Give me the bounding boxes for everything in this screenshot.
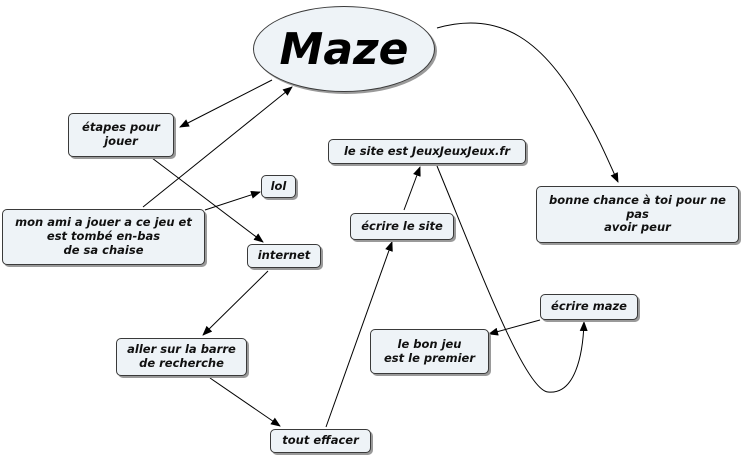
edge-etapes-to-internet <box>151 157 264 243</box>
edge-site-to-ecrire-maze <box>436 165 588 393</box>
node-ecrire-site[interactable]: écrire le site <box>350 213 454 240</box>
edge-barre-to-effacer <box>209 377 281 427</box>
node-lol[interactable]: lol <box>261 175 296 198</box>
node-ecrire-maze[interactable]: écrire maze <box>540 294 638 320</box>
edge-maze-to-etapes <box>179 79 273 128</box>
node-site[interactable]: le site est JeuxJeuxJeux.fr <box>328 139 526 164</box>
node-bon-jeu[interactable]: le bon jeu est le premier <box>370 329 489 374</box>
node-etapes[interactable]: étapes pour jouer <box>68 113 174 157</box>
edge-monami-to-maze <box>142 86 293 208</box>
node-internet[interactable]: internet <box>247 244 321 268</box>
diagram-title: Maze <box>279 23 409 75</box>
edge-effacer-to-ecrire-site <box>325 241 393 428</box>
node-barre[interactable]: aller sur la barre de recherche <box>116 338 247 376</box>
edge-monami-to-lol <box>204 190 261 211</box>
title-node-maze[interactable]: Maze <box>253 6 435 92</box>
edge-maze-to-bonne-chance <box>436 22 619 183</box>
node-bonne-chance[interactable]: bonne chance à toi pour ne pas avoir peu… <box>536 186 739 243</box>
node-mon-ami[interactable]: mon ami a jouer a ce jeu et est tombé en… <box>2 209 205 265</box>
node-tout-effacer[interactable]: tout effacer <box>270 429 371 453</box>
edge-ecrire-site-to-site <box>403 166 421 211</box>
edge-internet-to-barre <box>202 270 269 336</box>
edge-ecrire-maze-to-bonjeu <box>488 319 541 336</box>
